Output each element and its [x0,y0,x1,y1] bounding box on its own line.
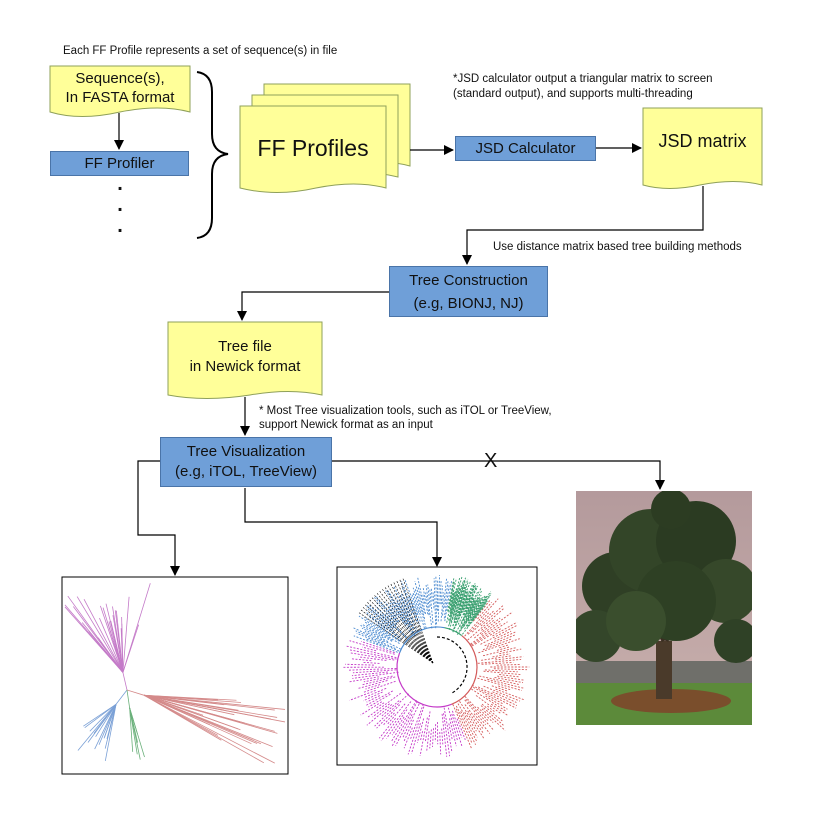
sequences-doc-shape [49,65,191,117]
arrow-viz-to-unrooted [137,460,180,576]
ellipsis-dots: . . . [117,173,123,237]
tree-construction-line2: (e.g, BIONJ, NJ) [413,295,524,312]
cross-mark: X [484,450,498,472]
tree-construction-box: Tree Construction (e.g, BIONJ, NJ) [389,266,548,317]
jsd-calculator-box: JSD Calculator [455,136,596,161]
ff-profiler-box: FF Profiler [50,151,189,176]
tree-file-node: Tree file in Newick format [168,337,322,377]
unrooted-tree-image [64,583,286,764]
tree-file-line2: in Newick format [189,358,301,375]
arrow-viz-to-photo [331,460,665,490]
jsd-calculator-label: JSD Calculator [475,140,576,157]
arrow-viz-to-circular [244,488,442,567]
jsd-matrix-label: JSD matrix [658,131,747,151]
ff-profiles-label: FF Profiles [257,135,369,161]
tree-construction-line1: Tree Construction [409,272,528,289]
tree-file-doc-shape [167,321,323,399]
tree-file-line1: Tree file [218,338,272,355]
arrow-matrix-to-construction [462,186,704,265]
jsd-matrix-doc-shape [642,107,763,189]
connectors [114,113,704,576]
tree-visualization-box: Tree Visualization (e.g, iTOL, TreeView) [160,437,332,487]
arrow-construction-to-treefile [237,291,389,321]
circular-tree-image [343,575,530,757]
tree-photo-image [576,491,752,725]
curly-brace-icon [196,71,229,239]
tree-visualization-line2: (e.g, iTOL, TreeView) [174,463,317,480]
viz-note-line2: support Newick format as an input [259,419,433,431]
circular-tree-frame [336,566,538,766]
viz-note-line1: * Most Tree visualization tools, such as… [259,405,552,417]
unrooted-tree-frame [61,576,289,775]
ff-profiles-doc-front [239,105,387,193]
sequences-line2: In FASTA format [65,89,175,106]
profile-note: Each FF Profile represents a set of sequ… [63,45,338,57]
ff-profiler-label: FF Profiler [84,155,155,172]
jsd-note-line2: (standard output), and supports multi-th… [453,88,693,100]
tree-visualization-line1: Tree Visualization [186,443,306,460]
sequences-node: Sequence(s), In FASTA format [50,69,190,107]
jsd-note-line1: *JSD calculator output a triangular matr… [453,73,713,85]
tree-method-note: Use distance matrix based tree building … [493,241,742,253]
sequences-line1: Sequence(s), [75,70,165,87]
